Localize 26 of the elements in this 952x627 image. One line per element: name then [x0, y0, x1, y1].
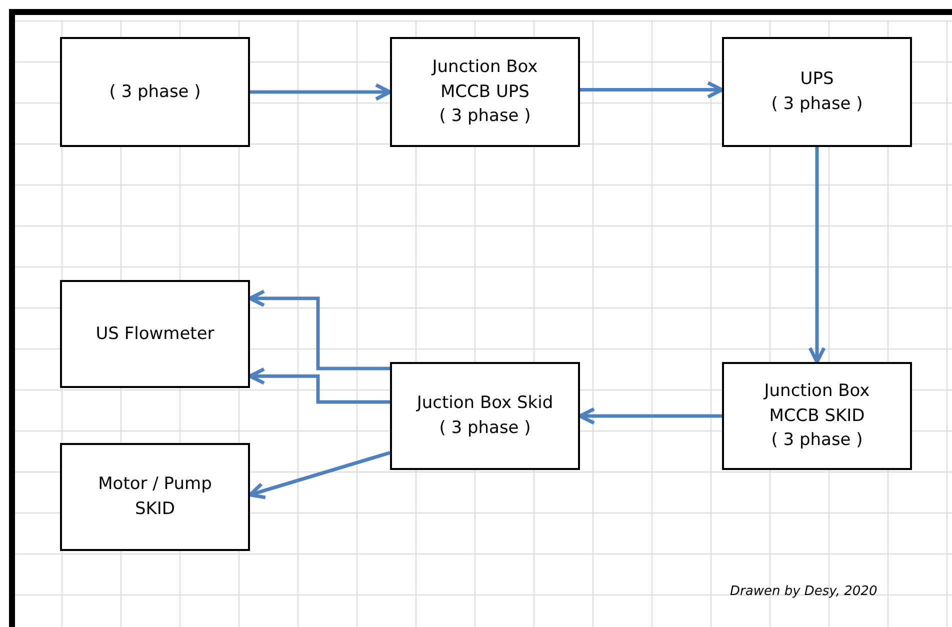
- arrow: [808, 147, 826, 364]
- arrow: [250, 83, 392, 101]
- arrow: [248, 451, 390, 500]
- process-box: [60, 37, 250, 147]
- box-text: US Flowmeter: [96, 322, 214, 346]
- box-text: Juction Box Skid: [416, 392, 554, 416]
- box-text: ( 3 phase ): [771, 93, 863, 116]
- box-text: Junction Box MCCB UPS: [430, 56, 539, 104]
- author-note: Drawen by Desy, 2020: [730, 584, 878, 599]
- process-box: [60, 443, 250, 551]
- arrow: [580, 81, 724, 99]
- box-text: Motor / Pump SKID: [97, 473, 213, 521]
- process-box: [722, 362, 912, 470]
- arrow: [578, 407, 722, 425]
- box-text: ( 3 phase ): [109, 80, 201, 104]
- process-box: [390, 362, 580, 470]
- box-text: ( 3 phase ): [439, 417, 531, 440]
- process-box: [390, 37, 580, 147]
- box-text: ( 3 phase ): [771, 429, 863, 452]
- process-box: [722, 37, 912, 147]
- box-text: ( 3 phase ): [439, 105, 531, 128]
- process-box: [60, 280, 250, 388]
- arrow: [248, 290, 390, 370]
- arrow: [248, 367, 390, 404]
- box-text: UPS: [800, 68, 834, 92]
- box-text: Junction Box MCCB SKID: [762, 380, 871, 428]
